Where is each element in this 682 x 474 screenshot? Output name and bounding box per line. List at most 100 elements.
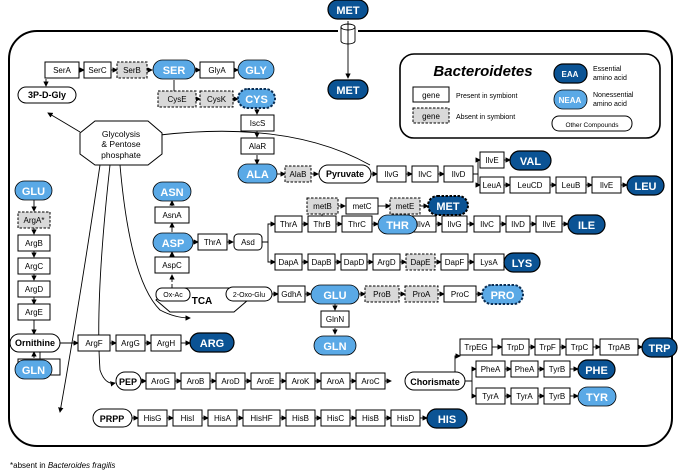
gene-arge-label: ArgE xyxy=(25,308,43,317)
gene-tyra1-label: TyrA xyxy=(482,392,499,401)
gene-aspc-box xyxy=(154,256,190,274)
amino-acid-gln-mid-label: GLN xyxy=(323,341,346,353)
gene-arga-label: ArgA* xyxy=(24,216,45,225)
gene-ilva-label: IlvA xyxy=(417,220,431,229)
gene-hisb-box xyxy=(285,409,316,427)
footnote: *absent in Bacteroides fragilis xyxy=(10,461,115,470)
gene-aspc: AspC xyxy=(154,256,190,274)
gene-dapb: DapB xyxy=(307,253,336,271)
compound-asd-label: Asd xyxy=(241,238,255,247)
amino-acid-gln-mid: GLN xyxy=(313,335,357,356)
amino-acid-trp: TRP xyxy=(641,337,678,358)
gene-ilvd2-label: IlvD xyxy=(511,220,525,229)
gene-asna-label: AsnA xyxy=(162,211,182,220)
gene-mete-label: metE xyxy=(396,202,415,211)
amino-acid-ser-pill xyxy=(152,59,196,80)
gene-serc-box xyxy=(83,61,112,79)
gene-tyrb1-label: TyrB xyxy=(549,365,565,374)
gene-leua-label: LeuA xyxy=(483,181,502,190)
gene-ilvc1-box xyxy=(411,165,439,183)
gene-serb: SerB xyxy=(116,61,148,79)
amino-acid-thr-label: THR xyxy=(386,220,409,232)
gene-ilve2-label: IlvE xyxy=(600,181,613,190)
gene-ilvg1-label: IlvG xyxy=(384,170,398,179)
gene-tyra1: TyrA xyxy=(475,387,506,405)
gene-glnn-label: GlnN xyxy=(326,315,344,324)
gene-dapf-label: DapF xyxy=(445,258,465,267)
gene-dape-label: DapE xyxy=(410,258,430,267)
amino-acid-ser: SER xyxy=(152,59,196,80)
amino-acid-glu-left: GLU xyxy=(14,180,53,201)
compound-ox-ac xyxy=(155,287,191,302)
gene-lysa-label: LysA xyxy=(480,258,498,267)
gene-hisd-box xyxy=(390,409,421,427)
gene-arob-box xyxy=(180,372,211,390)
gene-ilvg2-box xyxy=(441,215,468,233)
gene-dapa1-box xyxy=(274,253,303,271)
gene-hisg-label: HisG xyxy=(144,414,162,423)
compound-prpp xyxy=(92,408,133,428)
gene-argd2: ArgD xyxy=(372,253,401,271)
amino-acid-met-top-label: MET xyxy=(336,5,360,17)
gene-phea2: PheA xyxy=(510,360,539,378)
gene-ilve2-box xyxy=(591,176,622,194)
gene-proa-label: ProA xyxy=(413,290,431,299)
gene-ilve3-box xyxy=(535,215,563,233)
gene-sera: SerA xyxy=(44,61,80,79)
gene-dapa1: DapA xyxy=(274,253,303,271)
gene-aroa: AroA xyxy=(320,372,351,390)
pathway-connectors xyxy=(31,67,643,421)
amino-acid-pro: PRO xyxy=(481,284,524,305)
gene-tyra1-box xyxy=(475,387,506,405)
gene-thra2-label: ThrA xyxy=(280,220,298,229)
gene-trpc: TrpC xyxy=(565,338,594,356)
gene-lysa: LysA xyxy=(473,253,505,271)
gene-hisb2-box xyxy=(355,409,386,427)
gene-dapd-label: DapD xyxy=(344,258,365,267)
gene-arob-label: AroB xyxy=(187,377,205,386)
amino-acid-met-mid: MET xyxy=(427,195,469,216)
gene-trpc-label: TrpC xyxy=(571,343,589,352)
footnote-species: Bacteroides fragilis xyxy=(48,461,116,470)
gene-arga-box xyxy=(17,211,51,229)
amino-acid-glu-mid: GLU xyxy=(310,284,360,305)
amino-acid-met-ext-pill xyxy=(327,79,369,100)
gene-dape: DapE xyxy=(405,253,436,271)
gene-ilvd1-label: IlvD xyxy=(452,170,466,179)
compound-3p-d-gly-label: 3P-D-Gly xyxy=(28,90,66,100)
gene-hisb: HisB xyxy=(285,409,316,427)
gene-alar-label: AlaR xyxy=(249,142,267,151)
amino-acid-tyr-pill xyxy=(577,386,617,407)
gene-argh-label: ArgH xyxy=(157,339,175,348)
gene-hisd-label: HisD xyxy=(397,414,415,423)
gene-argf: ArgF xyxy=(77,334,111,352)
gene-hisa: HisA xyxy=(207,409,238,427)
gene-alab-box xyxy=(284,165,312,183)
amino-acid-glu-left-pill xyxy=(14,180,53,201)
compound-ornithine xyxy=(9,333,61,353)
legend-present-swatch xyxy=(412,86,450,103)
gene-thra1-label: ThrA xyxy=(204,238,222,247)
amino-acid-arg-pill xyxy=(189,332,235,353)
gene-gdha-box xyxy=(277,285,306,303)
gene-gdha-label: GdhA xyxy=(281,290,302,299)
gene-trpeg-box xyxy=(459,338,493,356)
gene-ilvc2-box xyxy=(473,215,501,233)
amino-acid-met-top-pill xyxy=(327,0,369,20)
legend-neaa-swatch xyxy=(553,89,588,110)
gene-aroe: AroE xyxy=(250,372,281,390)
compound-pep xyxy=(115,371,142,391)
gene-metb-label: metB xyxy=(313,202,332,211)
amino-acid-gly-label: GLY xyxy=(245,65,267,77)
amino-acid-val-label: VAL xyxy=(520,156,541,168)
gene-arog-box xyxy=(145,372,176,390)
gene-aroc: AroC xyxy=(355,372,386,390)
amino-acid-asp-label: ASP xyxy=(162,238,185,250)
gene-argg-label: ArgG xyxy=(121,339,140,348)
gene-argf-label: ArgF xyxy=(85,339,102,348)
gene-leucd-box xyxy=(509,176,551,194)
gene-arod-label: AroD xyxy=(221,377,239,386)
gene-ilve3: IlvE xyxy=(535,215,563,233)
gene-dapb-label: DapB xyxy=(311,258,331,267)
gene-ilve1: IlvE xyxy=(479,151,505,169)
